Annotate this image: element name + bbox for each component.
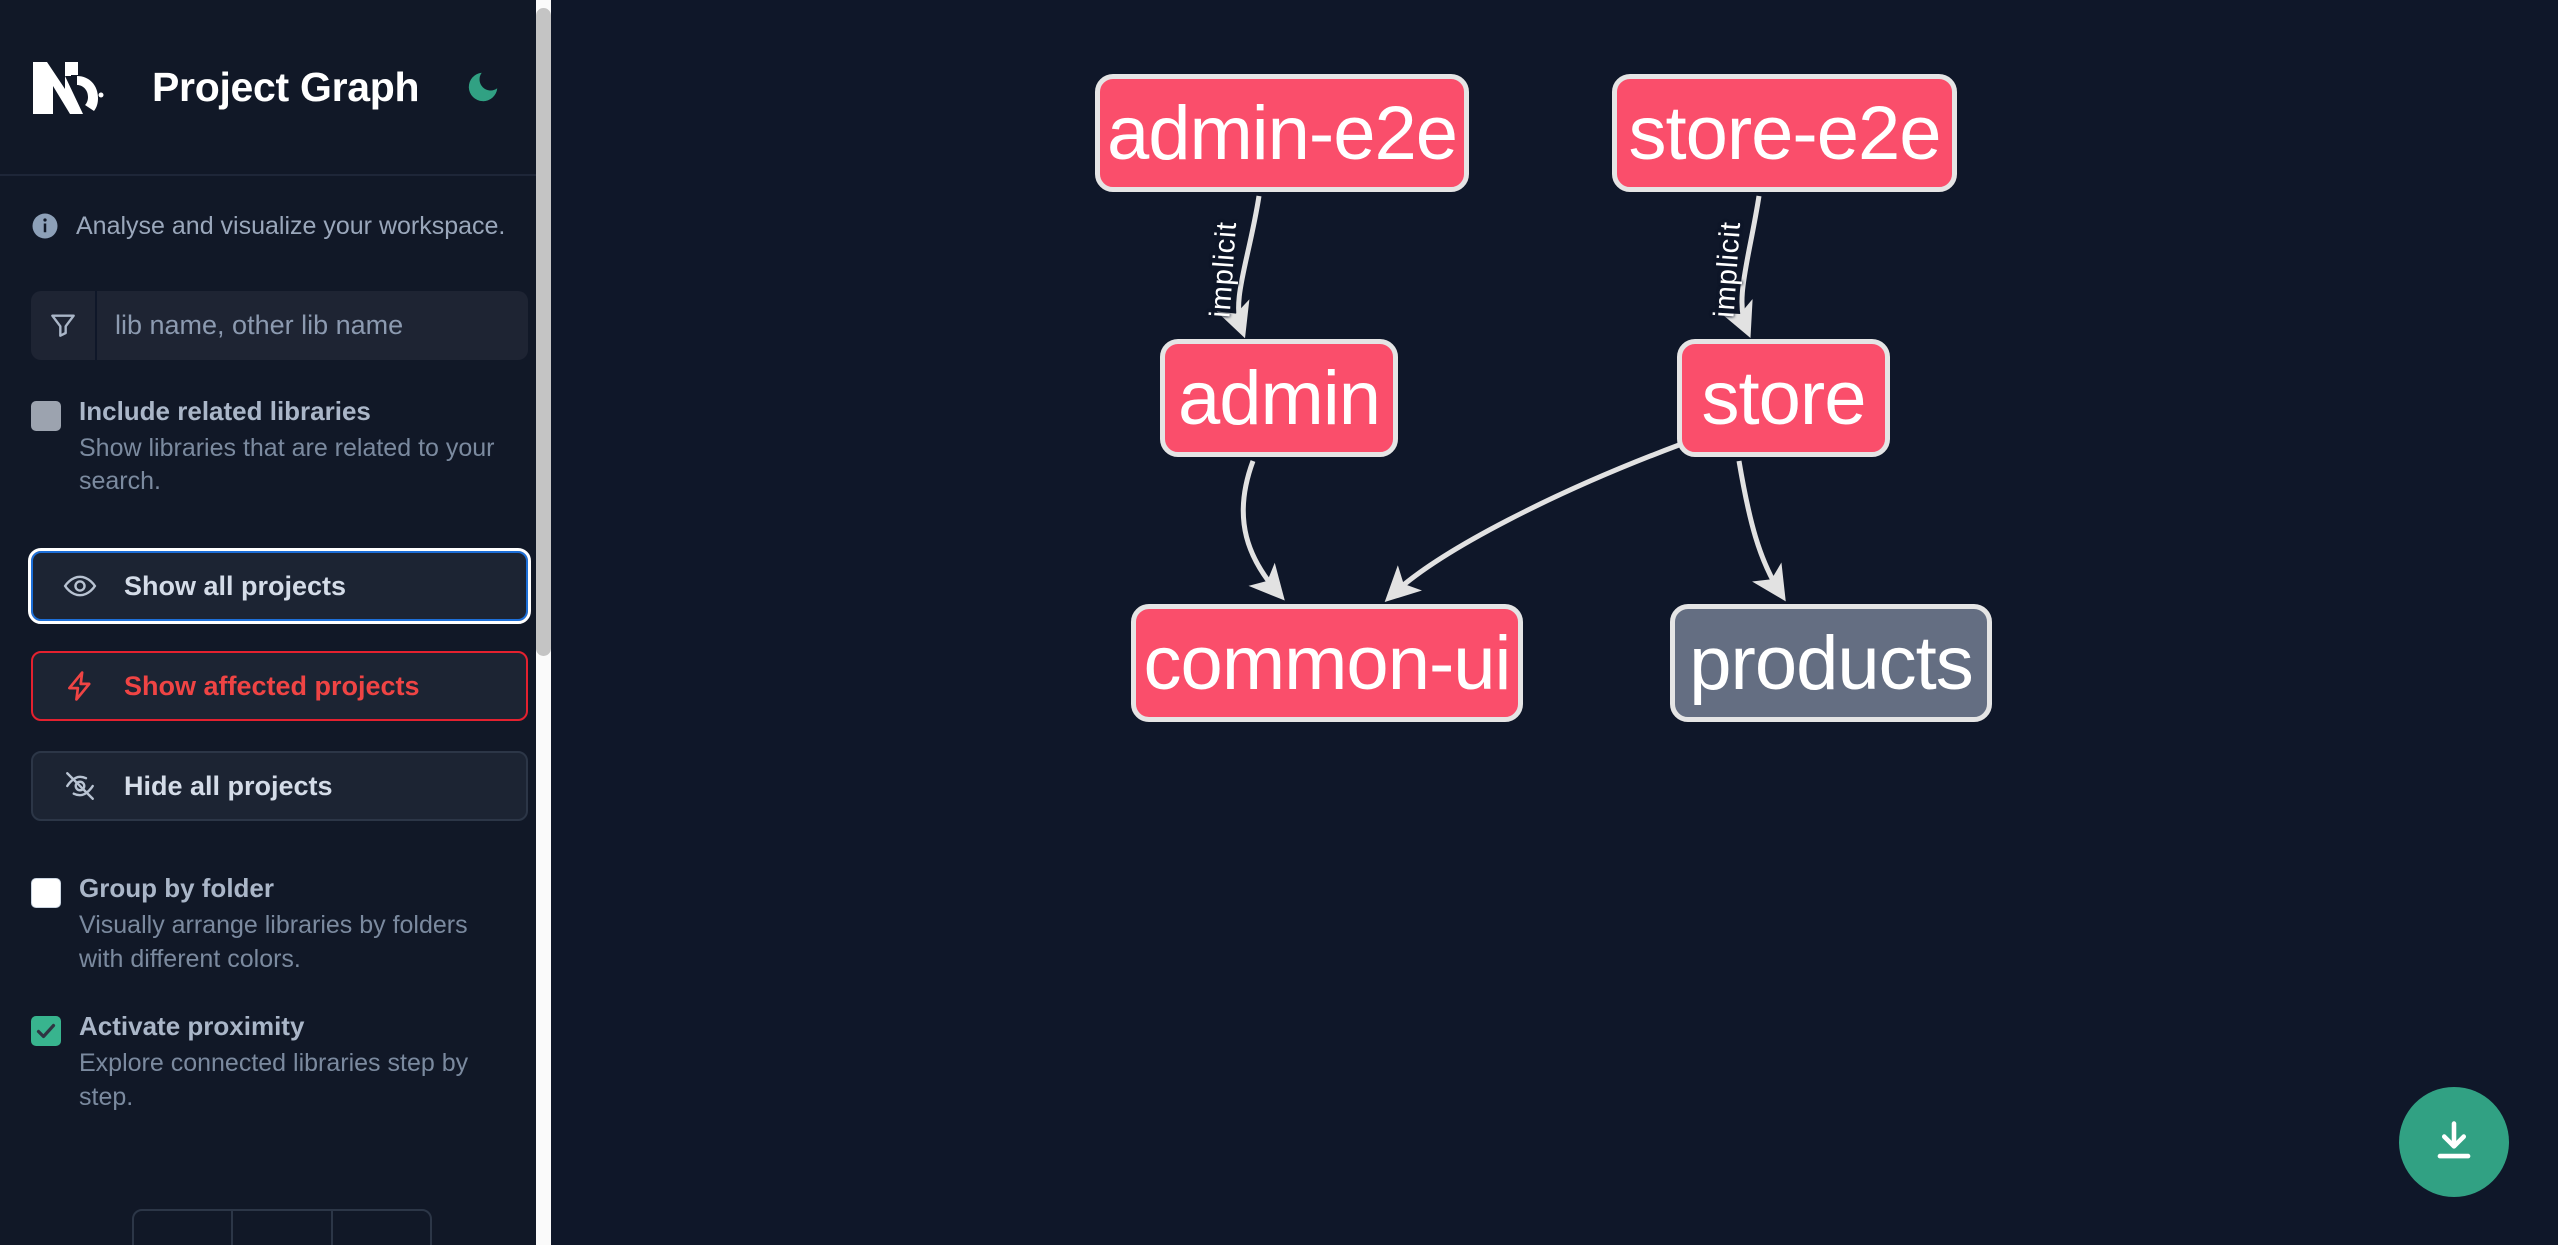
check-icon — [36, 1023, 56, 1038]
eye-off-icon — [66, 772, 94, 801]
graph-edges — [1216, 195, 1786, 603]
moon-icon[interactable] — [461, 65, 505, 109]
checkbox-description: Visually arrange libraries by folders wi… — [79, 911, 468, 974]
graph-node-admin[interactable]: admin — [1160, 339, 1398, 457]
edge-admin-common-ui — [1240, 460, 1285, 601]
eye-icon — [63, 575, 97, 597]
segment-option-1[interactable] — [134, 1211, 234, 1245]
node-label: admin-e2e — [1106, 90, 1458, 176]
node-label: store — [1701, 355, 1867, 441]
download-button[interactable] — [2399, 1087, 2509, 1197]
show-affected-projects-button[interactable]: Show affected projects — [31, 651, 528, 722]
checkbox-label: Include related libraries — [79, 395, 371, 426]
checkbox-label: Activate proximity — [79, 1010, 305, 1041]
page-title: Project Graph — [152, 63, 420, 110]
node-label: products — [1689, 620, 1973, 706]
group-by-folder-checkbox[interactable] — [31, 878, 61, 909]
search-input[interactable] — [97, 290, 528, 360]
checkbox-label: Group by folder — [79, 873, 274, 904]
checkbox-include-related-libraries: Include related libraries Show libraries… — [0, 360, 559, 500]
filter-funnel-icon — [31, 290, 97, 360]
sidebar-header: Project Graph — [0, 0, 559, 176]
workspace-info: Analyse and visualize your workspace. — [0, 176, 559, 243]
node-label: common-ui — [1143, 620, 1512, 706]
info-text: Analyse and visualize your workspace. — [76, 212, 506, 240]
hide-all-projects-label: Hide all projects — [124, 770, 333, 801]
project-graph-canvas[interactable]: admin-e2e store-e2e admin store common-u… — [559, 0, 2558, 1245]
edge-label-admin-e2e-admin: implicit — [1204, 220, 1244, 319]
graph-node-store-e2e[interactable]: store-e2e — [1612, 74, 1957, 192]
info-circle-icon — [30, 211, 60, 241]
sidebar-edge — [551, 0, 559, 1245]
node-label: admin — [1178, 355, 1381, 441]
checkbox-description: Show libraries that are related to your … — [79, 433, 495, 496]
show-affected-projects-label: Show affected projects — [124, 670, 420, 701]
download-icon — [2437, 1121, 2471, 1159]
sidebar: Project Graph Analyse and visualize your… — [0, 0, 559, 1245]
search-bar — [31, 290, 528, 360]
edge-label-store-e2e-store: implicit — [1708, 220, 1748, 319]
show-all-projects-label: Show all projects — [124, 570, 347, 601]
edge-store-e2e-store — [1720, 195, 1762, 339]
segment-option-3[interactable] — [333, 1211, 430, 1245]
edge-admin-e2e-admin — [1216, 195, 1262, 339]
checkbox-activate-proximity: Activate proximity Explore connected lib… — [0, 977, 559, 1115]
edge-store-products — [1736, 460, 1786, 602]
segmented-control[interactable] — [132, 1209, 432, 1245]
edge-store-common-ui — [1384, 442, 1680, 603]
hide-all-projects-button[interactable]: Hide all projects — [31, 751, 528, 822]
activate-proximity-checkbox[interactable] — [31, 1015, 61, 1046]
nx-logo — [31, 56, 123, 118]
graph-node-admin-e2e[interactable]: admin-e2e — [1095, 74, 1469, 192]
graph-node-common-ui[interactable]: common-ui — [1131, 604, 1523, 722]
segment-option-2[interactable] — [233, 1211, 333, 1245]
sidebar-scrollbar[interactable] — [536, 0, 551, 1245]
lightning-bolt-icon — [68, 671, 91, 701]
sidebar-scrollbar-thumb[interactable] — [536, 8, 551, 656]
graph-node-products[interactable]: products — [1670, 604, 1992, 722]
graph-node-store[interactable]: store — [1677, 339, 1890, 457]
include-related-libraries-checkbox[interactable] — [31, 400, 61, 431]
checkbox-description: Explore connected libraries step by step… — [79, 1049, 469, 1111]
checkbox-group-by-folder: Group by folder Visually arrange librari… — [0, 821, 559, 977]
show-all-projects-button[interactable]: Show all projects — [28, 548, 531, 625]
node-label: store-e2e — [1628, 90, 1941, 176]
